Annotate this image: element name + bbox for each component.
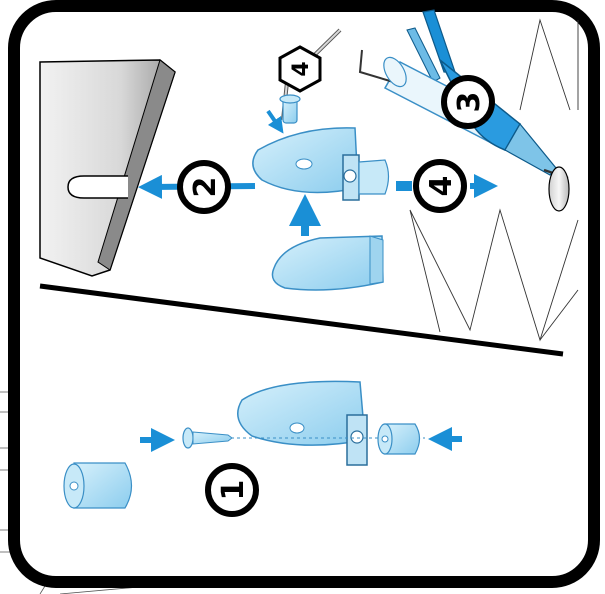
step-label-3: 3 <box>452 92 487 113</box>
step-badge-4-hex: 4 <box>280 47 320 91</box>
step-label-4: 4 <box>424 176 459 197</box>
step-label-2: 2 <box>188 177 223 198</box>
step-badge-4-right: 4 <box>416 162 464 210</box>
cap-nut-icon <box>378 424 420 454</box>
cap-nut-icon <box>64 463 132 508</box>
step-label-4-hex: 4 <box>289 61 314 76</box>
screw-icon <box>280 95 300 123</box>
glass-panel-icon <box>549 167 569 211</box>
step-badge-3: 3 <box>444 78 492 126</box>
step-label-1: 1 <box>216 480 251 501</box>
step-badge-2: 2 <box>180 163 228 211</box>
step-badge-1: 1 <box>208 466 256 514</box>
